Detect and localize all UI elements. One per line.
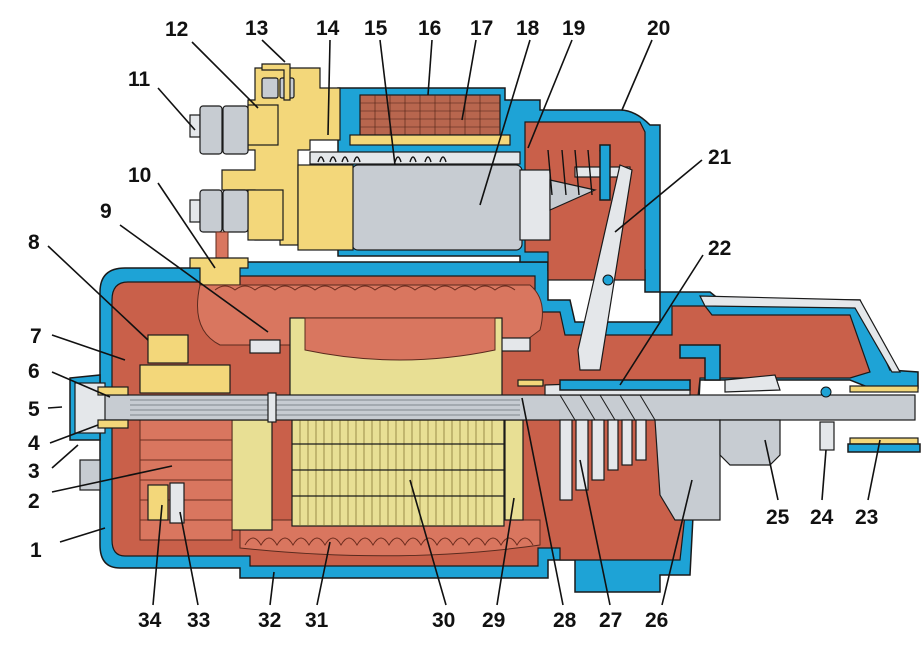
plunger-end	[519, 169, 551, 241]
callout-26: 26	[645, 609, 668, 632]
solenoid-bobbin	[349, 134, 511, 146]
callout-3: 3	[28, 460, 40, 483]
callout-8: 8	[28, 231, 40, 254]
solenoid-end-cap	[297, 164, 354, 251]
pinion-top	[724, 374, 781, 393]
shaft-collar	[267, 392, 277, 423]
plunger-retainer	[599, 144, 611, 201]
callout-28: 28	[553, 609, 577, 632]
commutator	[139, 417, 233, 541]
upper-terminal-bolt	[189, 105, 249, 155]
armature-rear-stack	[231, 419, 273, 531]
brush-8	[147, 334, 189, 364]
callout-2: 2	[28, 490, 40, 513]
callout-22: 22	[708, 237, 731, 260]
lamination-lines	[292, 420, 504, 526]
callout-32: 32	[258, 609, 281, 632]
callout-16: 16	[418, 17, 441, 40]
callout-14: 14	[316, 17, 340, 40]
circlip	[820, 386, 832, 398]
callout-5: 5	[28, 398, 40, 421]
callout-17: 17	[470, 17, 493, 40]
brush-spring-33	[169, 482, 185, 524]
lower-terminal-block	[247, 189, 284, 241]
callout-25: 25	[766, 506, 790, 529]
solenoid-plunger	[351, 164, 523, 251]
callout-6: 6	[28, 360, 40, 383]
armature-shaft	[69, 374, 916, 491]
pinion-gear	[719, 419, 781, 466]
brush-top	[249, 339, 281, 354]
callout-19: 19	[562, 17, 585, 40]
lower-terminal-bolt	[189, 189, 249, 233]
callout-30: 30	[432, 609, 455, 632]
return-spring	[317, 156, 447, 163]
callout-27: 27	[599, 609, 622, 632]
drive-assembly	[517, 344, 921, 521]
brush-34	[147, 484, 169, 521]
guard-ring	[679, 344, 721, 381]
solenoid-winding	[359, 94, 501, 136]
callout-18: 18	[516, 17, 540, 40]
armature-end-plate	[504, 419, 524, 521]
overrunning-clutch	[654, 419, 721, 521]
callout-12: 12	[165, 18, 188, 41]
callout-33: 33	[187, 609, 210, 632]
callout-34: 34	[138, 609, 162, 632]
callout-9: 9	[100, 200, 112, 223]
callout-23: 23	[855, 506, 878, 529]
control-terminal	[261, 63, 295, 101]
callout-1: 1	[30, 539, 42, 562]
shaft-splines	[130, 399, 520, 416]
front-bushing-top	[849, 385, 919, 393]
callout-15: 15	[364, 17, 388, 40]
brush-rear	[499, 337, 531, 352]
lever-pivot	[602, 274, 614, 286]
field-winding-bottom	[239, 519, 541, 557]
callout-24: 24	[810, 506, 834, 529]
shaft	[84, 394, 916, 421]
callout-4: 4	[28, 432, 40, 455]
callout-labels: 1 2 3 4 5 6 7 8 9 10 11 12 13 14 15 16 1…	[28, 17, 878, 632]
leader-lines	[47, 39, 881, 606]
drive-end-cap-edge	[699, 295, 902, 373]
callout-21: 21	[708, 146, 732, 169]
callout-10: 10	[128, 164, 151, 187]
callout-11: 11	[128, 68, 151, 91]
armature-core	[291, 419, 505, 527]
plunger-tip	[549, 179, 597, 211]
helical-splines	[559, 394, 656, 421]
rear-bushing-bottom	[97, 419, 129, 429]
front-bushing-housing	[847, 443, 921, 453]
armature-winding-upper	[304, 317, 496, 361]
upper-terminal-block	[247, 104, 279, 146]
intermediate-bushing	[517, 379, 544, 387]
drive-spring-sleeve	[559, 379, 691, 391]
solenoid-assembly	[189, 63, 661, 303]
stop-ring	[819, 421, 835, 451]
callout-29: 29	[482, 609, 505, 632]
armature	[139, 317, 524, 541]
callout-31: 31	[305, 609, 329, 632]
shift-lever	[577, 164, 633, 371]
callout-13: 13	[245, 17, 268, 40]
callout-20: 20	[647, 17, 670, 40]
callout-7: 7	[30, 325, 42, 348]
shift-lever-assembly	[577, 164, 633, 371]
brush-holder-upper	[139, 364, 231, 394]
front-bushing-bottom	[849, 437, 919, 445]
clutch-fins	[559, 419, 647, 501]
